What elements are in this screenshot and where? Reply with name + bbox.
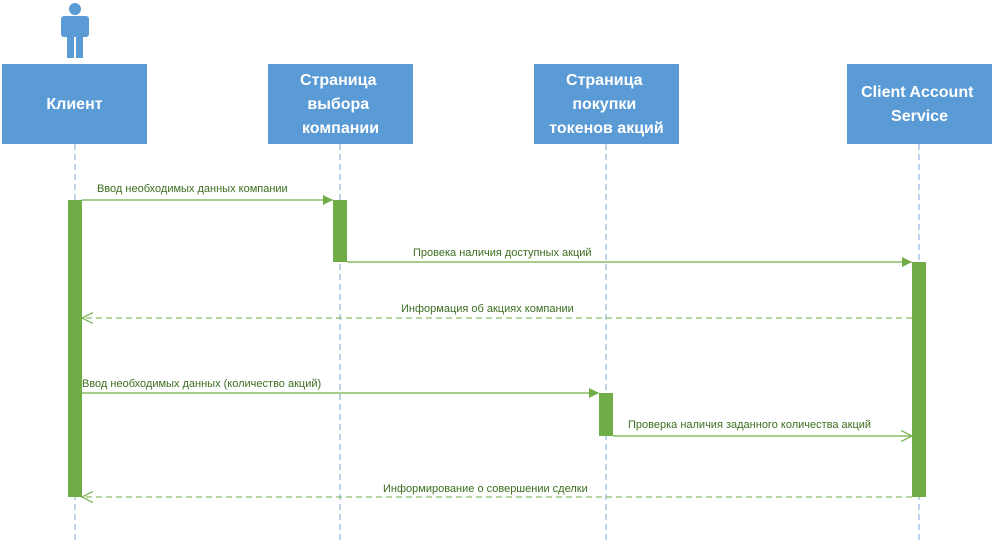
activation-bar-company-page [333,200,347,262]
participant-label-line: Service [891,108,948,125]
message-4: Ввод необходимых данных (количество акци… [82,378,599,398]
participant-box [847,64,992,144]
participant-label-line: токенов акций [549,120,663,137]
message-label: Ввод необходимых данных компании [97,183,288,195]
svg-text:Client Account Service: Client Account Service [861,84,978,125]
participant-label-line: выбора [307,96,369,113]
participant-account-service: Client Account Service [847,64,992,144]
message-label: Информирование о совершении сделки [383,483,588,495]
message-1: Ввод необходимых данных компании [82,183,333,205]
participant-label-line: компании [302,120,379,137]
participant-label-line: Client Account [861,84,974,101]
svg-text:Страница покупки т: Страница покупки токенов акций [549,72,663,137]
message-2: Провека наличия доступных акций [347,247,912,267]
participant-label-line: покупки [572,96,636,113]
participant-label-line: Страница [300,72,377,89]
person-icon [61,3,89,58]
message-label: Информация об акциях компании [401,303,574,315]
svg-text:Страница выбора ко: Страница выбора компании [300,72,381,137]
message-label: Ввод необходимых данных (количество акци… [82,378,321,390]
message-5: Проверка наличия заданного количества ак… [613,419,912,436]
activation-bar-purchase-page [599,393,613,436]
activation-bar-client [68,200,82,497]
activation-bars [68,200,926,497]
message-label: Проверка наличия заданного количества ак… [628,419,871,431]
message-3: Информация об акциях компании [82,303,912,318]
participant-label-line: Клиент [46,96,102,113]
participant-box [2,64,147,144]
participant-box [534,64,679,144]
participant-client: Клиент [2,64,147,144]
participant-company-page: Страница выбора компании [268,64,413,144]
participant-label-line: Страница [566,72,643,89]
message-6: Информирование о совершении сделки [82,483,912,497]
message-label: Провека наличия доступных акций [413,247,592,259]
svg-text:Клиент: Клиент [46,96,102,113]
participant-purchase-page: Страница покупки токенов акций [534,64,679,144]
participant-box [268,64,413,144]
activation-bar-account-service [912,262,926,497]
